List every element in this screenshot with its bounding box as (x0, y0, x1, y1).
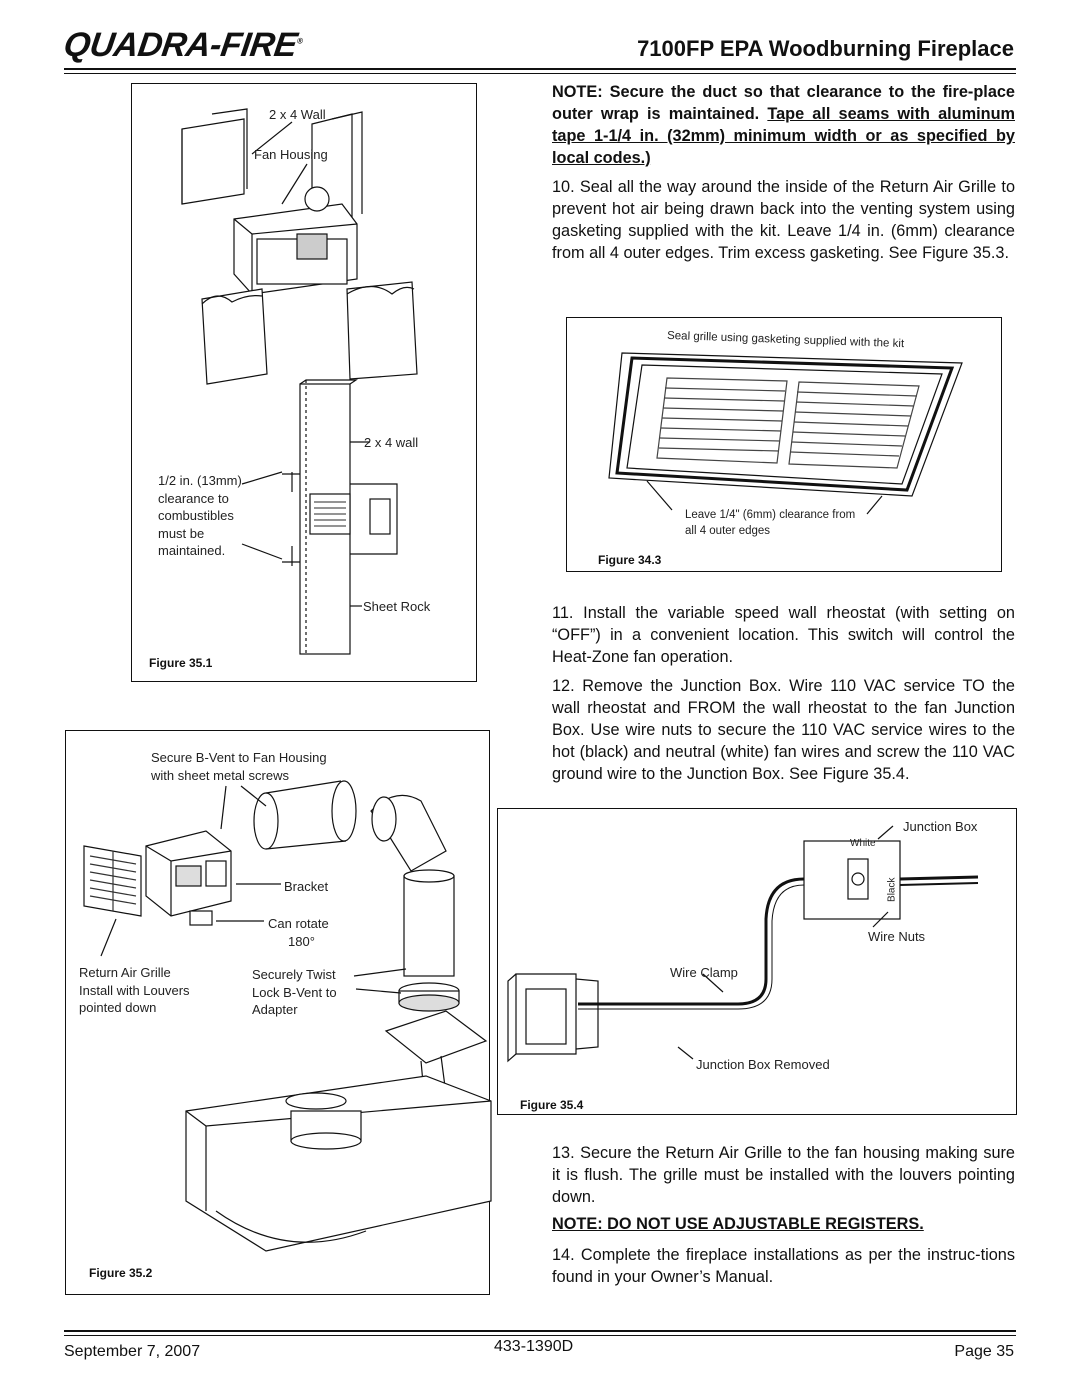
callout-white-wire: White (850, 838, 876, 849)
figure-35-4: Junction Box White Black Wire Nuts Wire … (497, 808, 1017, 1115)
header-rule-thin (64, 73, 1016, 74)
figure-35-2-label: Figure 35.2 (89, 1266, 153, 1280)
figure-34-3-label: Figure 34.3 (598, 553, 662, 567)
brand-logo: QUADRA-FIRE® (61, 26, 304, 64)
callout-2x4-wall-side: 2 x 4 wall (364, 435, 419, 450)
figure-35-2-illustration (83, 780, 492, 1252)
step-12: 12. Remove the Junction Box. Wire 110 VA… (552, 677, 1015, 783)
footer-rule (64, 1330, 1016, 1332)
step-13: 13. Secure the Return Air Grille to the … (552, 1144, 1015, 1206)
callout-sheet-rock: Sheet Rock (363, 599, 431, 614)
callout-secure-bvent: Secure B-Vent to Fan Housing with sheet … (151, 750, 327, 783)
callout-fan-housing: Fan Housing (254, 147, 328, 162)
figure-35-1-label: Figure 35.1 (149, 656, 213, 670)
note-no-adjustable-registers: NOTE: DO NOT USE ADJUSTABLE REGISTERS. (552, 1215, 924, 1233)
figure-35-4-label: Figure 35.4 (520, 1098, 584, 1112)
callout-clearance: 1/2 in. (13mm) clearance to combustibles… (158, 473, 242, 559)
note-secure-duct: NOTE: Secure the duct so that clearance … (552, 83, 1015, 167)
figure-35-1: 2 x 4 Wall Fan Housing 2 x 4 wall 1/2 in… (131, 83, 477, 682)
callout-wire-nuts: Wire Nuts (868, 929, 926, 944)
footer-date: September 7, 2007 (64, 1343, 201, 1360)
footer-page-number: Page 35 (954, 1343, 1014, 1360)
figure-35-4-illustration (507, 825, 979, 1063)
callout-bracket: Bracket (284, 879, 329, 894)
callout-leave-clearance: Leave 1/4" (6mm) clearance from all 4 ou… (685, 509, 856, 537)
callout-2x4-wall-top: 2 x 4 Wall (269, 107, 326, 122)
callout-wire-clamp: Wire Clamp (670, 965, 738, 980)
footer-rule-thin (64, 1335, 1016, 1336)
callout-return-air-grille: Return Air Grille Install with Louvers p… (79, 965, 190, 1016)
callout-junction-box: Junction Box (903, 819, 978, 834)
callout-twist-lock: Securely Twist Lock B-Vent to Adapter (252, 967, 337, 1018)
figure-35-1-illustration (181, 108, 418, 655)
figure-35-2: Secure B-Vent to Fan Housing with sheet … (65, 730, 492, 1295)
figure-34-3-illustration (608, 352, 963, 515)
callout-can-rotate: Can rotate 180° (268, 916, 329, 949)
callout-junction-box-removed: Junction Box Removed (696, 1057, 830, 1072)
footer-doc-number: 433-1390D (494, 1338, 574, 1355)
document-title: 7100FP EPA Woodburning Fireplace (637, 36, 1014, 61)
step-14: 14. Complete the fireplace installations… (552, 1246, 1015, 1286)
callout-black-wire: Black (886, 877, 898, 902)
figure-34-3: Seal grille using gasketing supplied wit… (566, 317, 1002, 572)
header-rule (64, 68, 1016, 70)
step-10: 10. Seal all the way around the inside o… (552, 178, 1015, 262)
step-11: 11. Install the variable speed wall rheo… (552, 604, 1015, 666)
